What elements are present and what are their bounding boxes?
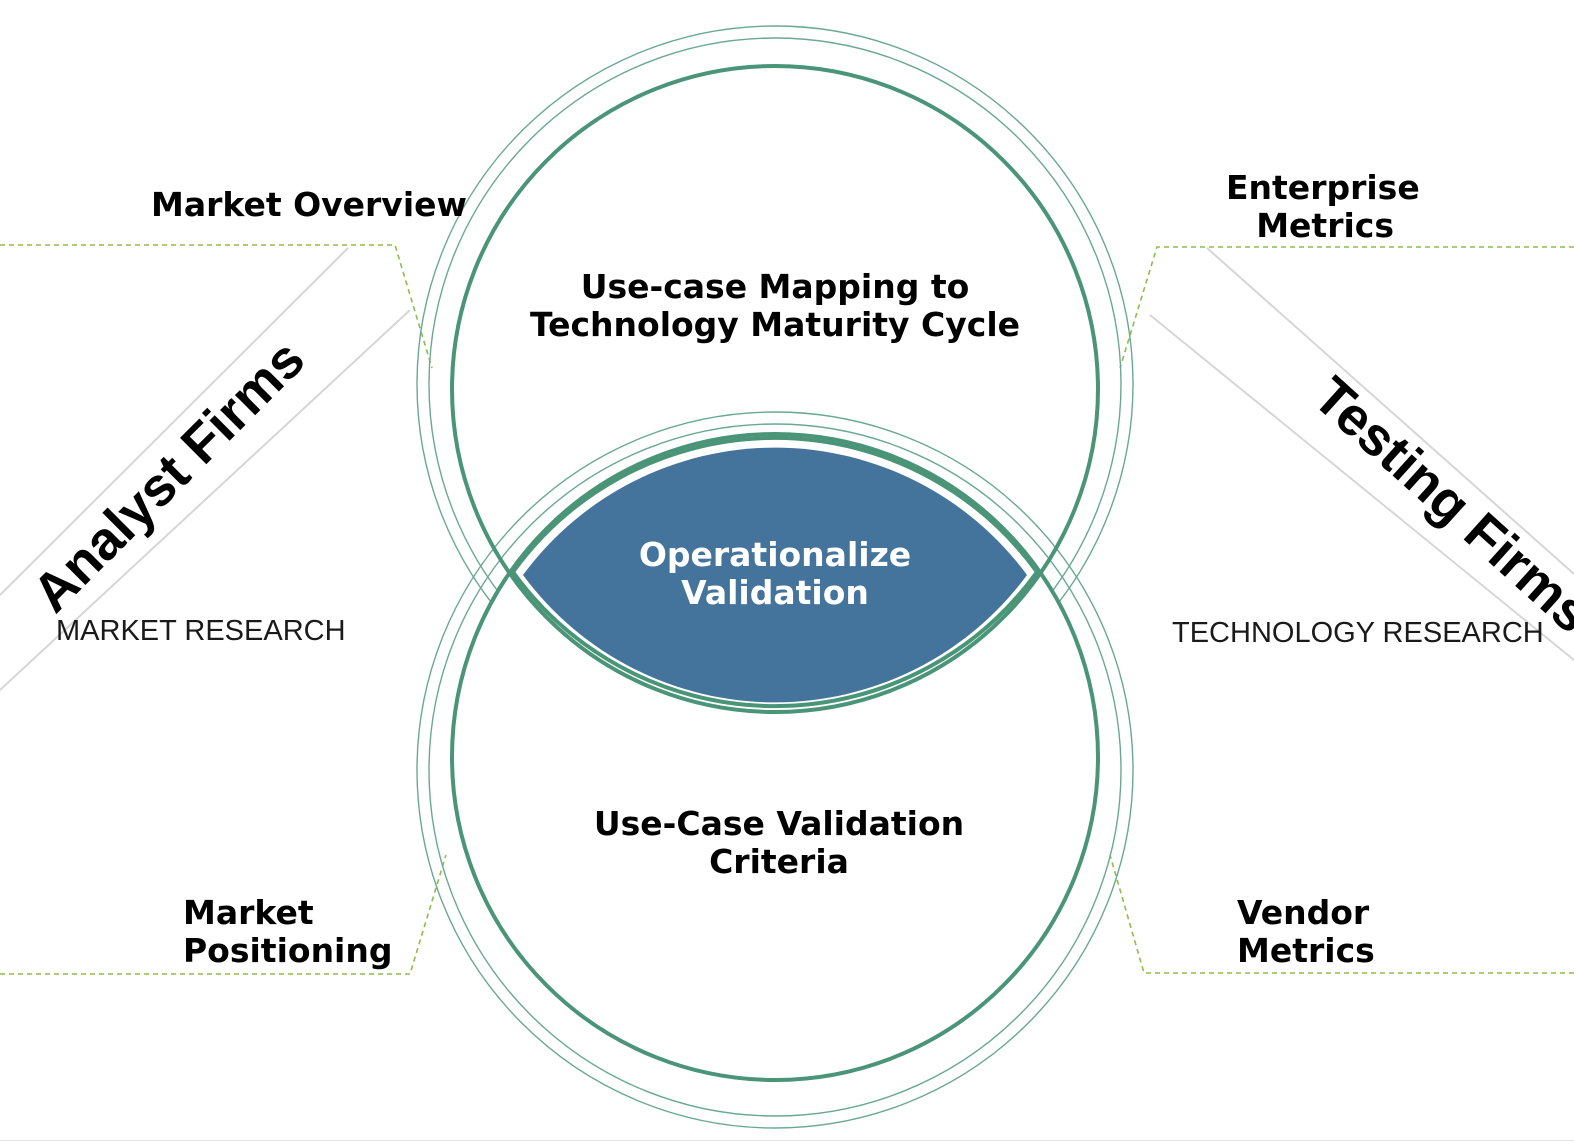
market-research-label: MARKET RESEARCH xyxy=(56,615,346,647)
technology-research-label: TECHNOLOGY RESEARCH xyxy=(1172,617,1544,649)
top-circle-line2: Technology Maturity Cycle xyxy=(529,305,1021,344)
top-circle xyxy=(450,64,1100,714)
center-lens-line2: Validation xyxy=(681,573,869,612)
bottom-circle-line2: Criteria xyxy=(709,842,849,881)
bottom-divider xyxy=(0,1140,1574,1141)
market-positioning-line1: Market xyxy=(183,893,314,932)
center-lens-line1: Operationalize xyxy=(638,535,912,574)
center-lens-label: Operationalize Validation xyxy=(560,536,990,612)
bottom-circle-line1: Use-Case Validation xyxy=(593,804,965,843)
bottom-circle-label: Use-Case Validation Criteria xyxy=(540,805,1018,881)
connector-market-positioning xyxy=(0,854,447,975)
connector-market-overview xyxy=(0,244,433,369)
market-positioning-line2: Positioning xyxy=(183,931,393,970)
center-lens-fill xyxy=(523,447,1027,703)
top-circle-label: Use-case Mapping to Technology Maturity … xyxy=(510,268,1040,344)
vendor-metrics-label: Vendor Metrics xyxy=(1237,893,1375,970)
enterprise-metrics-label: Enterprise Metrics xyxy=(1226,168,1420,245)
right-chevron xyxy=(1149,247,1574,661)
enterprise-metrics-line2: Metrics xyxy=(1256,206,1394,245)
vendor-metrics-line2: Metrics xyxy=(1237,931,1375,970)
connector-enterprise-metrics xyxy=(1119,246,1574,369)
outer-rings xyxy=(416,25,1134,1129)
market-overview-label: Market Overview xyxy=(151,185,467,224)
market-positioning-label: Market Positioning xyxy=(183,894,393,970)
dashed-connectors xyxy=(0,244,1574,975)
left-chevron xyxy=(0,247,411,691)
enterprise-metrics-line1: Enterprise xyxy=(1226,168,1420,207)
vendor-metrics-line1: Vendor xyxy=(1237,893,1370,932)
top-circle-line1: Use-case Mapping to xyxy=(580,267,970,306)
